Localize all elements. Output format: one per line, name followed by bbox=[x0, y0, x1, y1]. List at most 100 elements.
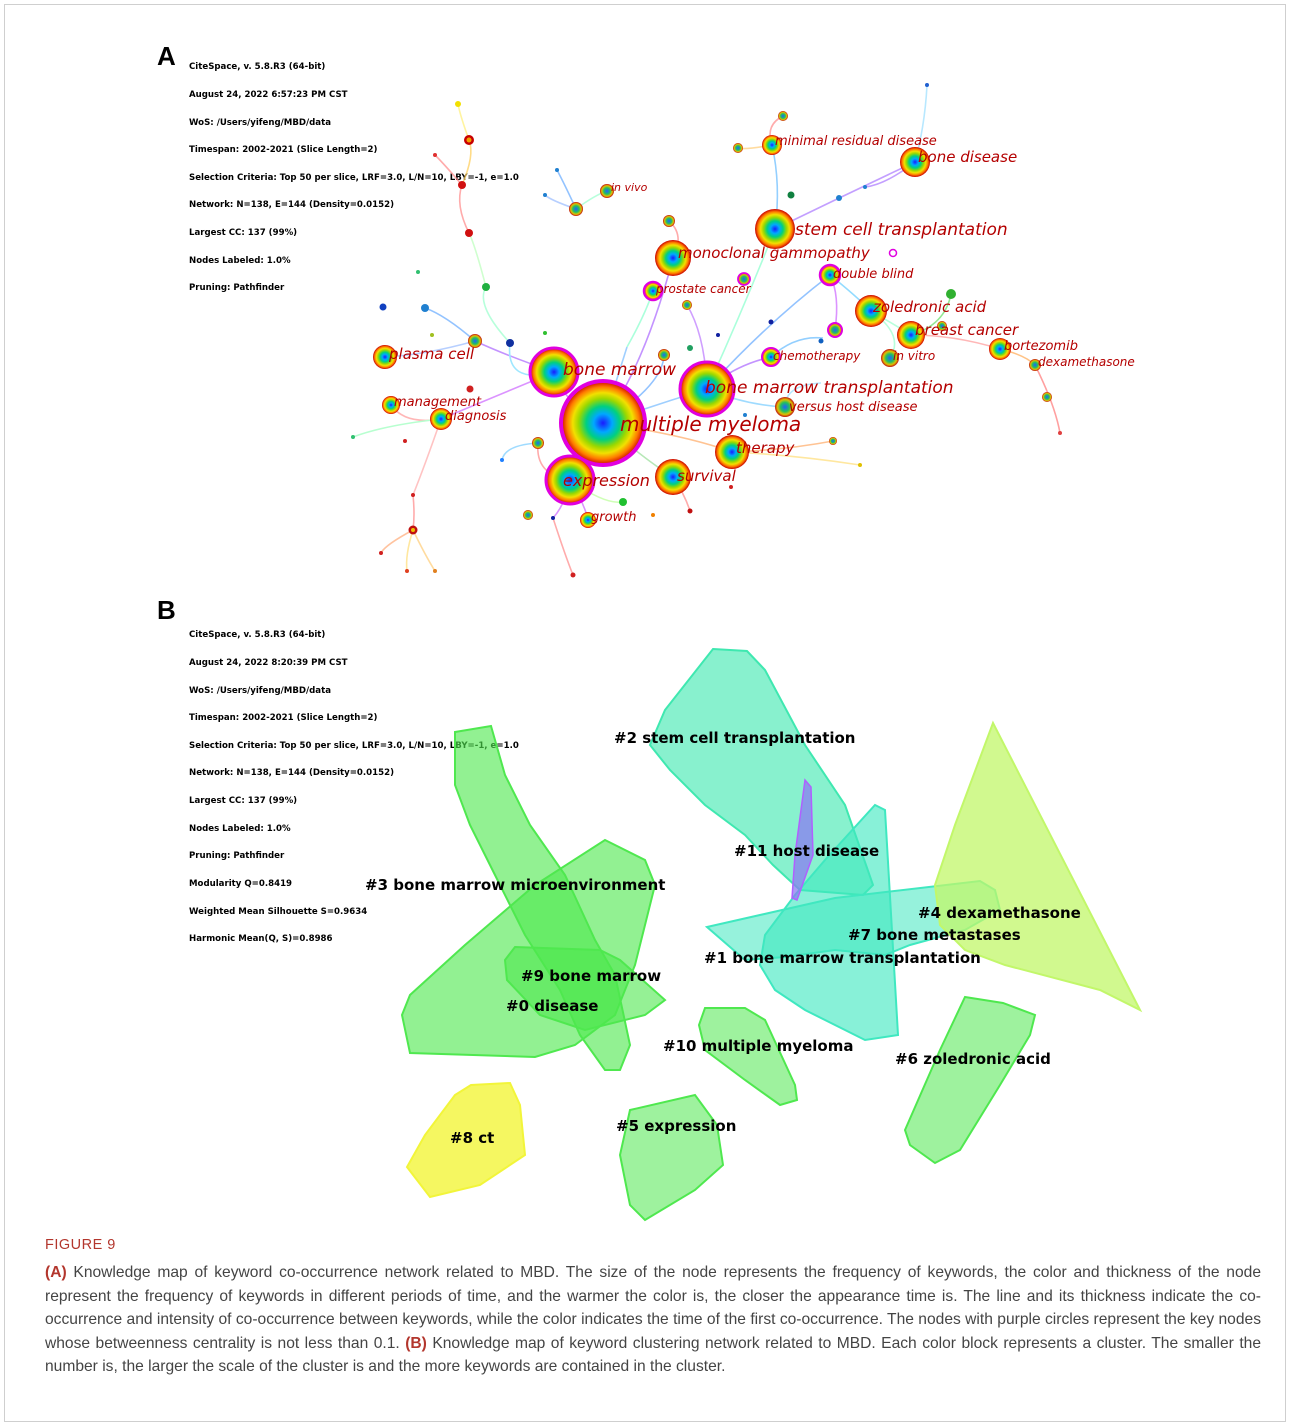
label-growth: growth bbox=[591, 510, 637, 525]
edge bbox=[552, 517, 574, 576]
node bbox=[543, 193, 547, 197]
node bbox=[778, 111, 788, 121]
meta-line: Selection Criteria: Top 50 per slice, LR… bbox=[189, 172, 519, 183]
node bbox=[421, 304, 429, 312]
cluster-labels: #2 stem cell transplantation #11 host di… bbox=[365, 729, 1081, 1147]
node bbox=[1029, 359, 1041, 371]
node-bone-disease bbox=[900, 147, 930, 177]
label-bone-marrow: bone marrow bbox=[563, 360, 676, 380]
meta-line: CiteSpace, v. 5.8.R3 (64-bit) bbox=[189, 62, 326, 73]
node bbox=[737, 272, 751, 286]
node bbox=[405, 569, 409, 573]
node bbox=[863, 185, 867, 189]
edge bbox=[774, 161, 916, 230]
meta-line: Network: N=138, E=144 (Density=0.0152) bbox=[189, 768, 395, 779]
meta-line: Nodes Labeled: 1.0% bbox=[189, 823, 291, 834]
figure-caption: FIGURE 9 (A) Knowledge map of keyword co… bbox=[45, 1237, 1261, 1379]
edge bbox=[1034, 364, 1061, 434]
label-cluster-6: #6 zoledronic acid bbox=[895, 1050, 1051, 1068]
label-expression: expression bbox=[563, 471, 650, 490]
edge bbox=[412, 494, 415, 531]
node-minimal-residual-disease bbox=[762, 135, 782, 155]
node-in-vivo bbox=[600, 184, 614, 198]
cluster-9-hull bbox=[503, 945, 667, 1032]
cluster-11-hull bbox=[791, 778, 814, 901]
keyword-labels: multiple myeloma bone marrow bone marrow… bbox=[388, 134, 1135, 525]
label-cluster-5: #5 expression bbox=[616, 1117, 736, 1135]
label-in-vitro: in vitro bbox=[893, 349, 935, 363]
label-bone-marrow-transplantation: bone marrow transplantation bbox=[705, 378, 954, 398]
node bbox=[743, 413, 747, 417]
meta-line: Timespan: 2002-2021 (Slice Length=2) bbox=[189, 713, 378, 724]
node-stem-cell-transplantation bbox=[755, 209, 795, 249]
figure-frame: A CiteSpace, v. 5.8.R3 (64-bit) August 2… bbox=[4, 4, 1286, 1422]
node-in-vitro bbox=[881, 349, 899, 367]
caption-body: (A) Knowledge map of keyword co-occurren… bbox=[45, 1261, 1261, 1379]
node bbox=[506, 339, 514, 347]
node bbox=[937, 321, 947, 331]
meta-line: Timespan: 2002-2021 (Slice Length=2) bbox=[189, 145, 378, 156]
panel-b-metadata: CiteSpace, v. 5.8.R3 (64-bit) August 24,… bbox=[189, 613, 519, 963]
node bbox=[403, 439, 407, 443]
cluster-5-hull bbox=[618, 1093, 725, 1222]
node bbox=[836, 195, 842, 201]
meta-line: CiteSpace, v. 5.8.R3 (64-bit) bbox=[189, 630, 326, 641]
label-dexamethasone: dexamethasone bbox=[1038, 355, 1135, 369]
meta-line: WoS: /Users/yifeng/MBD/data bbox=[189, 685, 332, 696]
node bbox=[455, 101, 461, 107]
label-versus-host-disease: versus host disease bbox=[789, 400, 918, 415]
meta-line: Pruning: Pathfinder bbox=[189, 283, 285, 294]
meta-line: Harmonic Mean(Q, S)=0.8986 bbox=[189, 934, 333, 945]
node-bortezomib bbox=[989, 338, 1011, 360]
label-bortezomib: bortezomib bbox=[1004, 339, 1078, 354]
edge bbox=[405, 529, 414, 572]
meta-line: WoS: /Users/yifeng/MBD/data bbox=[189, 117, 332, 128]
edge bbox=[458, 184, 470, 234]
node bbox=[658, 349, 670, 361]
edge bbox=[461, 139, 472, 186]
node bbox=[468, 334, 482, 348]
cluster-shapes bbox=[400, 647, 1143, 1222]
node-bone-marrow bbox=[528, 346, 580, 398]
edge bbox=[482, 286, 511, 344]
node bbox=[687, 345, 693, 351]
node bbox=[925, 83, 929, 87]
label-survival: survival bbox=[677, 467, 737, 485]
node-survival bbox=[655, 459, 691, 495]
node bbox=[555, 168, 559, 172]
caption-b-label: (B) bbox=[405, 1334, 427, 1352]
node bbox=[465, 229, 473, 237]
label-cluster-7: #7 bone metastases bbox=[848, 926, 1021, 944]
node-diagnosis bbox=[430, 408, 452, 430]
node bbox=[729, 485, 733, 489]
label-stem-cell-transplantation: stem cell transplantation bbox=[795, 220, 1008, 240]
edge bbox=[468, 232, 487, 288]
cluster-6-hull bbox=[903, 995, 1037, 1165]
meta-line: Network: N=138, E=144 (Density=0.0152) bbox=[189, 200, 395, 211]
cluster-map: #2 stem cell transplantation #11 host di… bbox=[365, 647, 1143, 1222]
node bbox=[858, 463, 862, 467]
node bbox=[411, 493, 415, 497]
node-prostate-cancer bbox=[642, 280, 664, 302]
node bbox=[523, 510, 533, 520]
node-breast-cancer bbox=[897, 321, 925, 349]
label-cluster-0: #0 disease bbox=[506, 997, 598, 1015]
label-therapy: therapy bbox=[736, 439, 795, 457]
caption-a-text: Knowledge map of keyword co-occurrence n… bbox=[45, 1264, 1261, 1352]
panel-a-metadata: CiteSpace, v. 5.8.R3 (64-bit) August 24,… bbox=[189, 45, 519, 312]
node bbox=[500, 458, 504, 462]
label-plasma-cell: plasma cell bbox=[388, 345, 475, 363]
node bbox=[651, 513, 655, 517]
node bbox=[569, 202, 583, 216]
label-diagnosis: diagnosis bbox=[445, 409, 507, 424]
node bbox=[687, 508, 693, 514]
major-nodes bbox=[373, 135, 1011, 528]
node bbox=[482, 283, 490, 291]
node bbox=[466, 385, 474, 393]
meta-line: Weighted Mean Silhouette S=0.9634 bbox=[189, 906, 368, 917]
label-cluster-8: #8 ct bbox=[450, 1129, 494, 1147]
node-therapy bbox=[715, 435, 749, 469]
cluster-4-hull bbox=[933, 720, 1143, 1013]
meta-line: Modularity Q=0.8419 bbox=[189, 878, 293, 889]
node-versus-host-disease bbox=[775, 397, 795, 417]
